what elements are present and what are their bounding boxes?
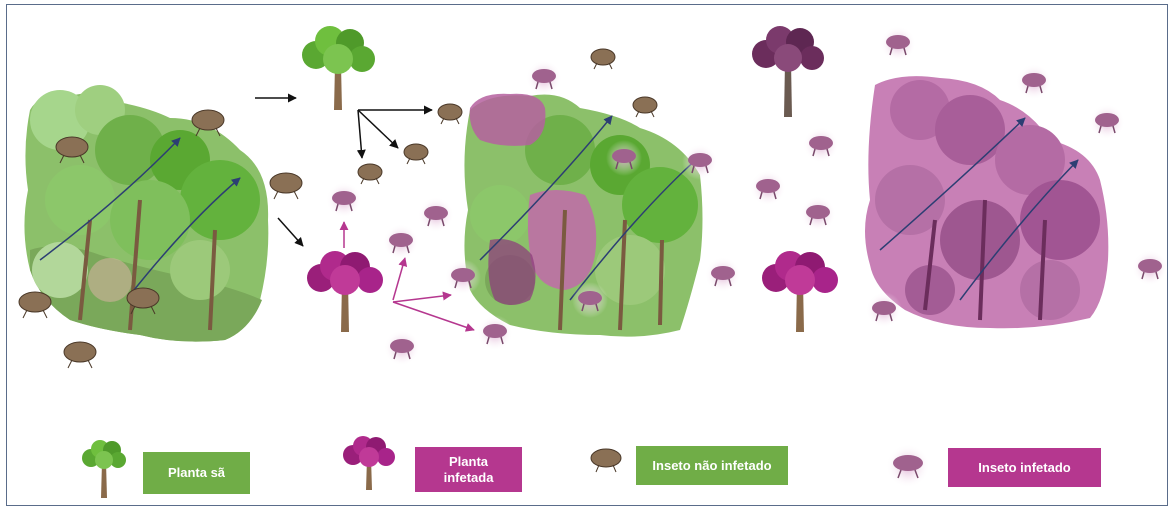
legend-healthy-tree-icon: [82, 440, 126, 498]
legend-uninfected-insect-text: Inseto não infetado: [652, 458, 771, 474]
legend-infected-plant-text-line1: Planta: [449, 454, 488, 470]
uninfected-insect-icon: [270, 173, 302, 199]
infected-insect-icon: [1089, 104, 1125, 140]
uninfected-insect-icon: [591, 49, 615, 69]
infected-insect-icon: [477, 315, 513, 351]
infected-insect-icon: [866, 292, 902, 328]
infected-insect-icon: [526, 60, 562, 96]
infected-insect-icon: [682, 144, 718, 180]
infected-insect-icon: [418, 197, 454, 233]
infected-insect-icon: [1016, 64, 1052, 100]
healthy-tree-icon: [302, 26, 375, 110]
uninfected-insect-icon: [358, 164, 382, 184]
uninfected-insect-icon: [633, 97, 657, 117]
legend-healthy-plant-label: Planta sã: [143, 452, 250, 494]
infected-insect-icon: [800, 196, 836, 232]
infected-insect-icon: [606, 140, 642, 176]
infected-insect-icon: [1132, 250, 1168, 286]
uninfected-insect-icon: [438, 104, 462, 124]
legend-infected-plant-label: Planta infetada: [415, 447, 522, 492]
infected-insect-icon: [705, 257, 741, 293]
infected-insect-icon: [384, 330, 420, 366]
legend-healthy-plant-text: Planta sã: [168, 465, 225, 481]
forest-fully-infected: [865, 76, 1108, 328]
infected-insect-icon: [803, 127, 839, 163]
infected-insect-icon: [750, 170, 786, 206]
legend-uninfected-insect-icon: [591, 449, 621, 472]
infected-tree-icon-dark: [752, 26, 824, 117]
legend-infected-insect-text: Inseto infetado: [978, 460, 1070, 476]
uninfected-insect-icon: [19, 292, 51, 318]
legend-uninfected-insect-label: Inseto não infetado: [636, 446, 788, 485]
uninfected-insect-icon: [404, 144, 428, 164]
infected-insect-icon: [445, 259, 481, 295]
infected-insect-icon: [880, 26, 916, 62]
legend-infected-insect-icon: [886, 444, 930, 488]
legend-infected-insect-label: Inseto infetado: [948, 448, 1101, 487]
legend-infected-tree-icon: [343, 436, 395, 490]
infected-insect-icon: [326, 182, 362, 218]
infected-insect-icon: [383, 224, 419, 260]
infected-tree-icon: [307, 251, 383, 332]
infected-tree-icon: [762, 251, 838, 332]
uninfected-insect-icon: [64, 342, 96, 368]
legend-infected-plant-text-line2: infetada: [444, 470, 494, 486]
infected-insect-icon: [572, 282, 608, 318]
